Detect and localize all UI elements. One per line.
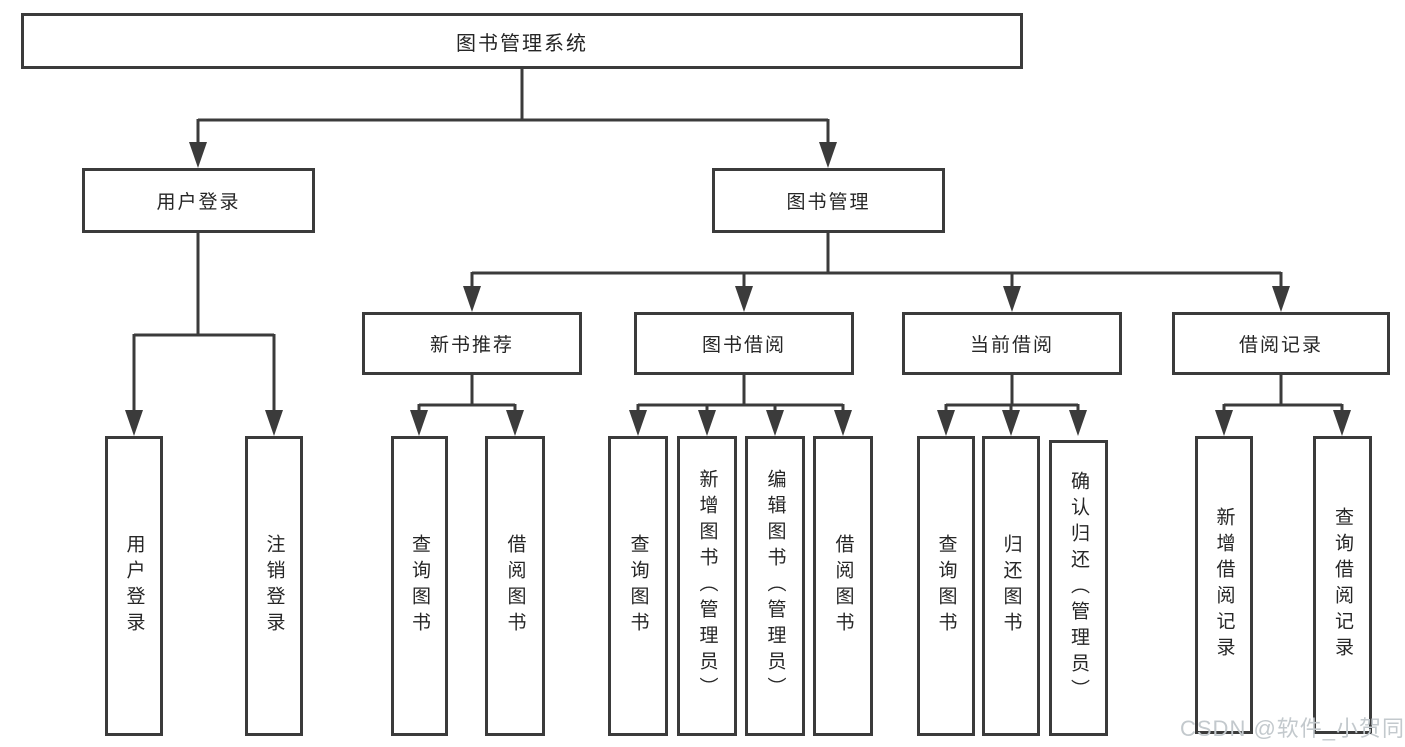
arrow-down-icon xyxy=(189,142,207,168)
connector-borrowing-records xyxy=(1222,375,1344,413)
arrow-down-icon xyxy=(819,142,837,168)
node-label: 用户登录 xyxy=(123,534,145,638)
node-leaf-query-books: 查询图书 xyxy=(917,436,975,736)
connector-root xyxy=(196,69,830,147)
node-label: 借阅记录 xyxy=(1238,335,1323,356)
arrow-down-icon xyxy=(265,410,283,436)
node-leaf-borrow-books: 借阅图书 xyxy=(813,436,873,736)
node-leaf-query-borrow-record: 查询借阅记录 xyxy=(1313,436,1372,734)
arrow-down-icon xyxy=(1333,410,1351,436)
node-leaf-borrow-books: 借阅图书 xyxy=(485,436,545,736)
node-label: 图书管理 xyxy=(786,192,871,213)
node-leaf-add-borrow-record: 新增借阅记录 xyxy=(1195,436,1253,734)
node-label: 新书推荐 xyxy=(429,335,514,356)
node-book-borrowing: 图书借阅 xyxy=(634,312,854,375)
node-leaf-add-books-admin: 新增图书（管理员） xyxy=(677,436,737,736)
node-label: 查询图书 xyxy=(409,534,430,638)
node-label: 用户登录 xyxy=(156,192,241,213)
node-leaf-edit-books-admin: 编辑图书（管理员） xyxy=(745,436,805,736)
node-label: 新增图书（管理员） xyxy=(696,469,718,703)
node-leaf-confirm-return-admin: 确认归还（管理员） xyxy=(1049,440,1108,736)
node-book-management: 图书管理 xyxy=(712,168,945,233)
node-label: 注销登录 xyxy=(263,534,285,638)
csdn-watermark: CSDN @软件_小贺同学 xyxy=(1180,716,1405,741)
arrow-down-icon xyxy=(463,286,481,312)
arrow-down-icon xyxy=(735,286,753,312)
node-label: 编辑图书（管理员） xyxy=(764,469,786,703)
node-label: 借阅图书 xyxy=(504,534,526,638)
node-label: 图书借阅 xyxy=(701,335,786,356)
node-label: 新增借阅记录 xyxy=(1213,507,1235,663)
arrow-down-icon xyxy=(1002,410,1020,436)
node-leaf-return-books: 归还图书 xyxy=(982,436,1040,736)
arrow-down-icon xyxy=(1069,410,1087,436)
connector-book-borrowing xyxy=(636,375,845,413)
node-current-borrowing: 当前借阅 xyxy=(902,312,1122,375)
node-label: 确认归还（管理员） xyxy=(1068,471,1089,705)
node-new-book-recommendation: 新书推荐 xyxy=(362,312,582,375)
node-leaf-user-login: 用户登录 xyxy=(105,436,163,736)
node-borrowing-records: 借阅记录 xyxy=(1172,312,1390,375)
node-user-login: 用户登录 xyxy=(82,168,315,233)
connector-user-login xyxy=(132,233,276,413)
node-label: 图书管理系统 xyxy=(456,32,588,55)
arrow-down-icon xyxy=(125,410,143,436)
node-leaf-logout: 注销登录 xyxy=(245,436,303,736)
node-label: 查询借阅记录 xyxy=(1332,507,1353,663)
node-label: 借阅图书 xyxy=(832,534,854,638)
arrow-down-icon xyxy=(834,410,852,436)
connector-new-book xyxy=(417,375,517,413)
arrow-down-icon xyxy=(1272,286,1290,312)
node-leaf-query-books: 查询图书 xyxy=(391,436,448,736)
arrow-down-icon xyxy=(698,410,716,436)
arrow-down-icon xyxy=(1215,410,1233,436)
arrow-down-icon xyxy=(629,410,647,436)
node-leaf-query-books: 查询图书 xyxy=(608,436,668,736)
node-label: 查询图书 xyxy=(627,534,649,638)
arrow-down-icon xyxy=(506,410,524,436)
connector-current-borrowing xyxy=(944,375,1080,413)
connector-book-management xyxy=(470,233,1283,290)
node-label: 查询图书 xyxy=(935,534,957,638)
node-library-management-system: 图书管理系统 xyxy=(21,13,1023,69)
arrowheads xyxy=(125,142,1351,436)
arrow-down-icon xyxy=(1003,286,1021,312)
arrow-down-icon xyxy=(410,410,428,436)
arrow-down-icon xyxy=(766,410,784,436)
node-label: 当前借阅 xyxy=(969,335,1054,356)
node-label: 归还图书 xyxy=(1000,534,1022,638)
arrow-down-icon xyxy=(937,410,955,436)
